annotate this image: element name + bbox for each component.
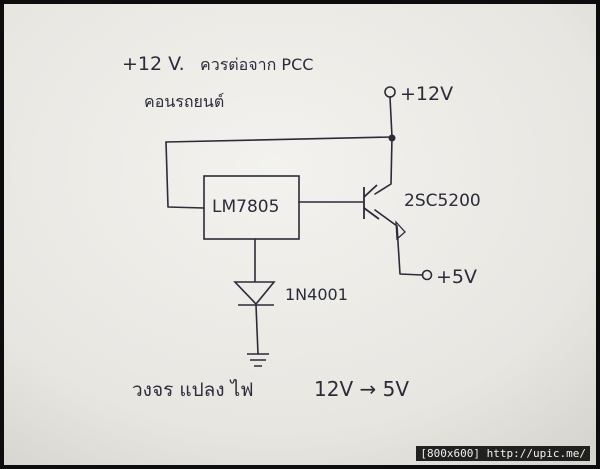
diode-icon [233,281,276,306]
circuit-sketch: +12 V. ควรต่อจาก PCC คอนรถยนต์ +12V [4,4,596,465]
input-voltage-label: +12V [400,83,453,105]
output-voltage-label: +5V [436,266,477,288]
input-terminal-icon [384,86,396,98]
ground-icon [247,353,269,367]
regulator-label: LM7805 [212,197,279,217]
diode-label: 1N4001 [285,285,348,304]
ground-wire [255,304,259,355]
collector-wire [374,136,393,195]
caption-conversion: 12V → 5V [314,377,409,401]
paper-background [4,4,596,465]
regulator-input-wire [165,141,205,209]
note-line-2-thai: คอนรถยนต์ [144,92,224,111]
watermark: [800x600] http://upic.me/ [416,446,590,461]
transistor-label: 2SC5200 [404,191,481,211]
npn-transistor-icon [363,184,406,241]
input-lead [389,96,393,138]
top-rail-wire [165,136,393,143]
note-line-1-prefix: +12 V. [122,53,185,75]
caption-thai: วงจร แปลง ไฟ [132,379,254,401]
emitter-output-wire [374,209,423,276]
output-terminal-icon [421,269,433,281]
circuit-wiring [165,96,423,355]
note-line-1-thai: ควรต่อจาก PCC [200,55,313,74]
regulator-box [203,175,300,240]
junction-dot-icon [388,134,396,142]
